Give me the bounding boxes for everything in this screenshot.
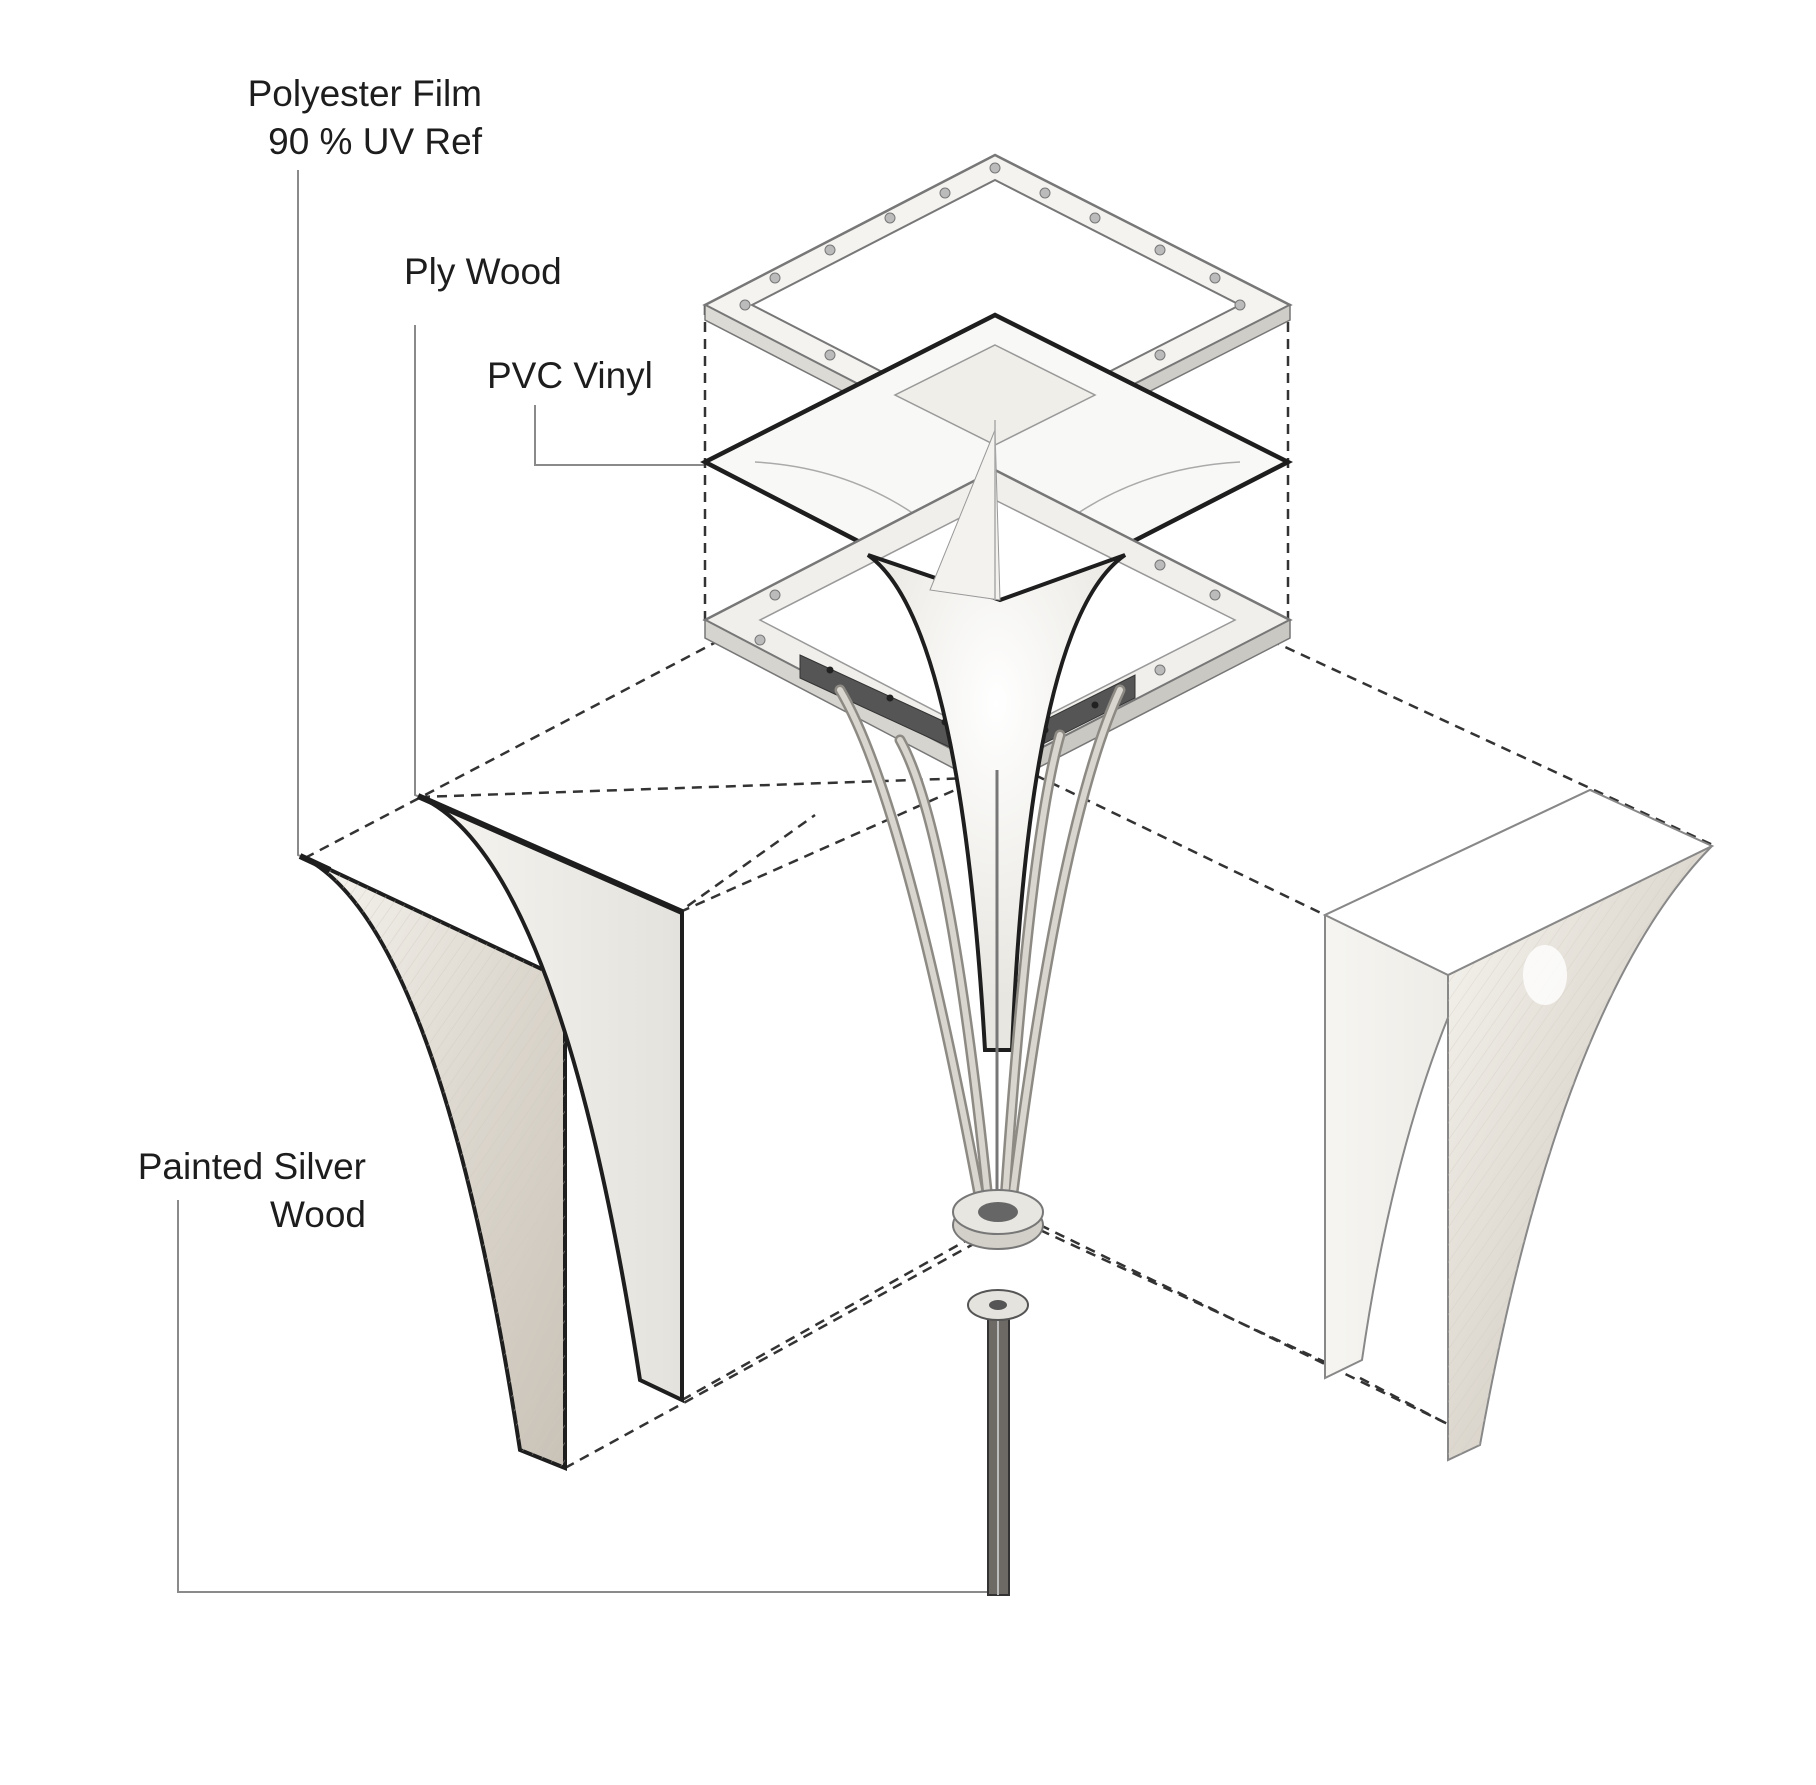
- label-painted-line2: Wood: [270, 1194, 366, 1236]
- hub-ring: [952, 1189, 1044, 1250]
- left-film-panel: [298, 853, 567, 1471]
- pvc-vinyl-sheet: [700, 312, 1293, 615]
- support-pole: [967, 1289, 1029, 1596]
- label-pvc-vinyl: PVC Vinyl: [487, 355, 653, 396]
- right-film-panel: [1322, 788, 1715, 1462]
- leader-pvc: [534, 405, 705, 466]
- label-plywood: Ply Wood: [404, 251, 562, 292]
- label-polyester-film: Polyester Film 90 % UV Ref: [200, 70, 482, 166]
- wood-ribs-highlight: [837, 687, 1123, 1203]
- label-polyester-line2: 90 % UV Ref: [268, 121, 482, 163]
- left-plywood-panel: [416, 793, 684, 1404]
- leader-polyester: [297, 170, 306, 859]
- leader-painted-wood: [177, 1200, 1004, 1593]
- label-polyester-line1: Polyester Film: [247, 73, 482, 114]
- leader-plywood: [414, 325, 421, 798]
- label-painted-silver-wood: Painted Silver Wood: [110, 1143, 366, 1239]
- label-painted-line1: Painted Silver: [137, 1146, 366, 1187]
